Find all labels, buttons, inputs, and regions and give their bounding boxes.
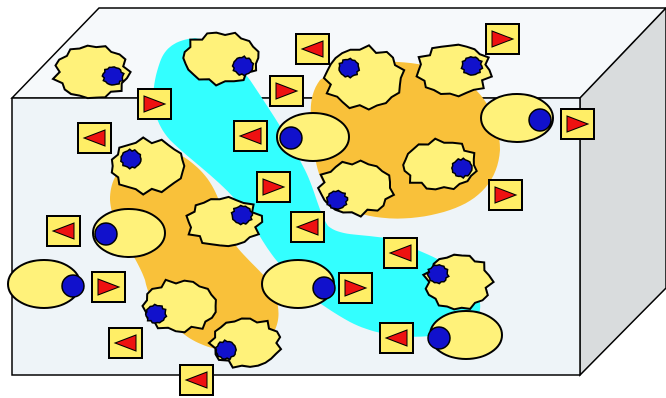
rough-particle-with-dot-icon xyxy=(402,137,478,191)
rough-particle-with-dot-icon xyxy=(207,317,283,369)
square-triangle-right-icon xyxy=(269,75,304,107)
ellipse-particle-with-dot-icon xyxy=(261,259,336,309)
rough-particle-with-dot-icon xyxy=(110,136,186,196)
particle-dot xyxy=(61,274,85,298)
marker-triangle xyxy=(184,371,208,389)
rough-particle-with-dot-icon xyxy=(316,159,396,218)
marker-triangle xyxy=(295,218,319,236)
square-triangle-left-icon xyxy=(77,122,112,154)
ellipse-particle-with-dot-icon xyxy=(7,259,85,309)
particle-dot xyxy=(101,66,125,86)
square-triangle-left-icon xyxy=(379,322,414,354)
particle-dot xyxy=(312,276,336,300)
ellipse-particle-with-dot-icon xyxy=(427,310,503,360)
marker-triangle xyxy=(491,30,515,48)
particle-dot xyxy=(338,57,361,79)
square-triangle-left-icon xyxy=(295,33,330,65)
rough-particle-with-dot-icon xyxy=(415,43,494,98)
particle-dot xyxy=(231,55,255,77)
ellipse-particle-with-dot-icon xyxy=(276,112,350,162)
square-triangle-right-icon xyxy=(488,179,523,211)
square-triangle-left-icon xyxy=(233,120,268,152)
marker-triangle xyxy=(238,127,262,145)
square-triangle-left-icon xyxy=(108,327,143,359)
ellipse-particle-with-dot-icon xyxy=(92,208,166,258)
particle-dot xyxy=(426,264,450,285)
particle-dot xyxy=(279,126,303,150)
marker-triangle xyxy=(275,82,299,100)
particle-dot xyxy=(427,326,451,350)
rough-particle-with-dot-icon xyxy=(51,44,132,100)
square-triangle-left-icon xyxy=(46,215,81,247)
marker-triangle xyxy=(262,178,286,196)
particle-dot xyxy=(325,189,349,210)
square-triangle-left-icon xyxy=(383,237,418,269)
marker-triangle xyxy=(82,129,106,147)
particle-dot xyxy=(528,108,552,132)
marker-triangle xyxy=(344,279,368,297)
square-triangle-right-icon xyxy=(137,88,172,120)
ellipse-particle-with-dot-icon xyxy=(480,93,554,143)
particle-dot xyxy=(214,339,237,361)
marker-triangle xyxy=(300,40,324,58)
marker-triangle xyxy=(494,186,518,204)
marker-triangle xyxy=(97,278,121,296)
particle-body xyxy=(92,208,166,258)
markers-layer xyxy=(46,23,595,396)
particle-dot xyxy=(460,56,484,76)
particle-dot xyxy=(450,157,473,180)
particle-dot xyxy=(94,222,118,246)
square-triangle-right-icon xyxy=(560,108,595,140)
rough-particle-with-dot-icon xyxy=(185,195,264,248)
marker-triangle xyxy=(143,95,167,113)
square-triangle-right-icon xyxy=(485,23,520,55)
particles-layer xyxy=(7,31,554,369)
particle-dot xyxy=(119,148,142,170)
particle-dot xyxy=(144,303,168,324)
particle-dot xyxy=(230,204,254,226)
square-triangle-right-icon xyxy=(338,272,373,304)
marker-triangle xyxy=(566,115,590,133)
rough-particle-with-dot-icon xyxy=(322,44,406,111)
rough-particle-with-dot-icon xyxy=(182,31,260,87)
marker-triangle xyxy=(113,334,137,352)
square-triangle-right-icon xyxy=(256,171,291,203)
marker-triangle xyxy=(384,329,408,347)
marker-triangle xyxy=(51,222,75,240)
square-triangle-left-icon xyxy=(179,364,214,396)
marker-triangle xyxy=(388,244,412,262)
square-triangle-left-icon xyxy=(290,211,325,243)
square-triangle-right-icon xyxy=(91,271,126,303)
rough-particle-with-dot-icon xyxy=(141,278,217,334)
orange-region-left xyxy=(110,150,279,351)
rough-particle-with-dot-icon xyxy=(421,253,495,311)
